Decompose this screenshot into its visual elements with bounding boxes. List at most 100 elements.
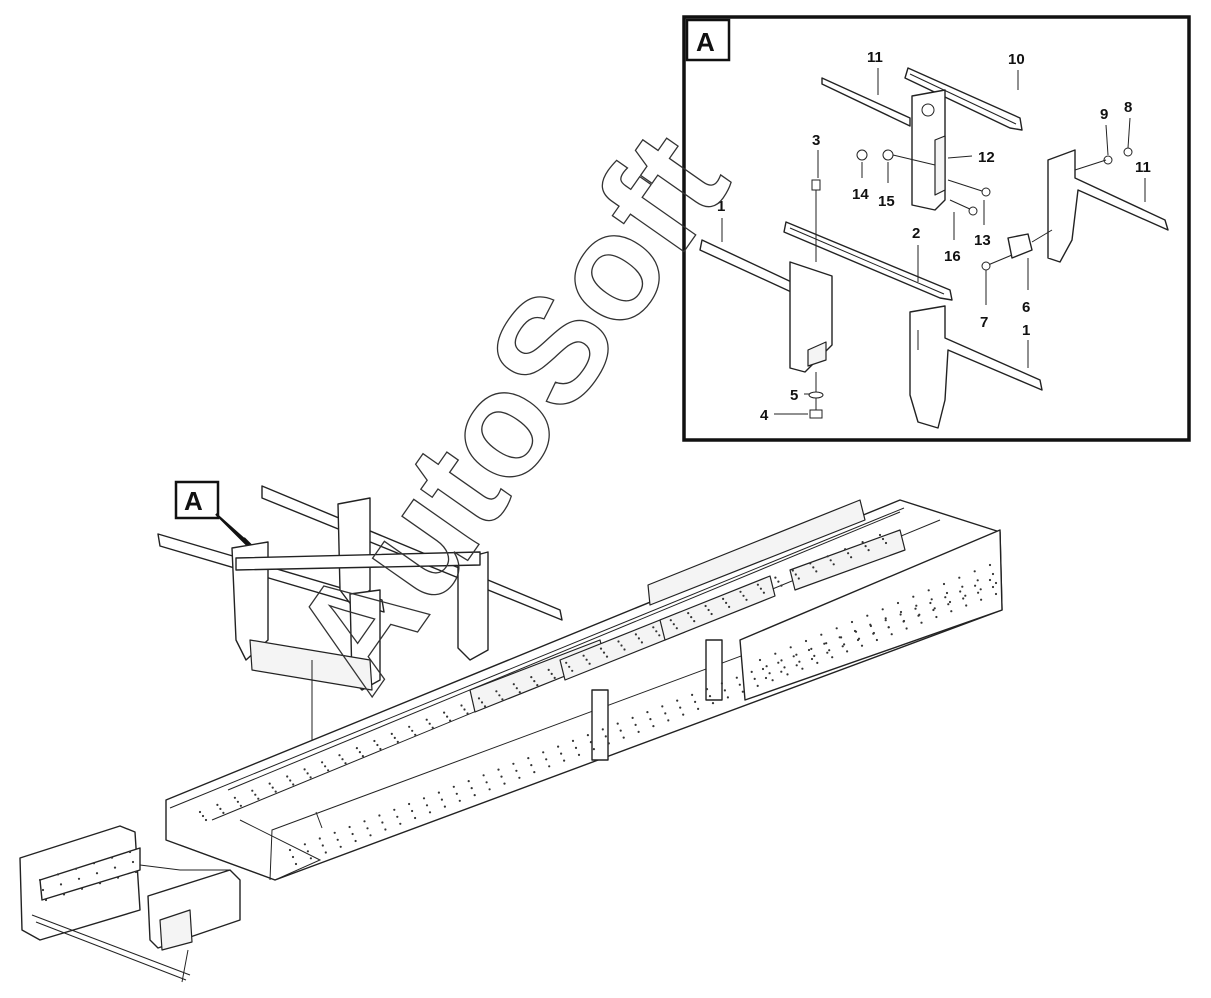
rivet-dot [358, 751, 361, 754]
rivet-dot [704, 604, 707, 608]
rivet-dot [679, 706, 682, 709]
rivet-dot [725, 601, 728, 605]
rivet-dot [381, 821, 384, 824]
rivet-dot [236, 800, 239, 803]
rivet-dot [884, 619, 887, 622]
rivet-dot [623, 648, 626, 651]
rivet-dot [795, 653, 798, 656]
rivet-dot [741, 690, 744, 693]
rivet-dot [458, 799, 461, 802]
rivet-dot [850, 620, 854, 624]
rivet-dot [905, 627, 908, 630]
rivet-dot [95, 872, 99, 875]
rivet-dot [288, 848, 292, 852]
rivet-dot [694, 700, 697, 704]
rivet-dot [363, 820, 366, 823]
rivet-dot [622, 736, 625, 739]
rivet-dot [929, 601, 932, 605]
callout-13: 13 [974, 232, 991, 249]
rivet-dot [324, 851, 327, 854]
rivet-dot [828, 649, 831, 652]
rivet-dot [728, 605, 731, 609]
rivet-dot [878, 533, 882, 537]
callout-5: 5 [790, 387, 798, 404]
rivet-dot [239, 804, 242, 807]
callout-15: 15 [878, 193, 895, 210]
rivet-dot [890, 633, 893, 636]
rivet-dot [667, 719, 670, 722]
rivet-dot [675, 627, 678, 630]
rivet-dot [501, 698, 504, 701]
rivet-dot [553, 676, 556, 680]
rivet-dot [658, 634, 661, 637]
rivet-dot [826, 651, 829, 654]
rivet-dot [994, 592, 998, 596]
rivet-dot [838, 636, 841, 639]
rivet-dot [571, 669, 574, 672]
rivet-dot [306, 772, 309, 775]
rivet-dot [804, 639, 808, 643]
rivet-dot [619, 729, 622, 732]
rivet-dot [664, 712, 667, 715]
rivet-dot [463, 708, 466, 711]
rivet-dot [425, 718, 428, 721]
rivet-dot [881, 537, 885, 541]
rivet-dot [291, 855, 295, 859]
rivet-dot [355, 747, 358, 750]
rivet-dot [396, 740, 399, 744]
rivet-dot [452, 785, 455, 788]
rivet-dot [306, 850, 309, 853]
rivet-dot [881, 608, 884, 611]
rivet-dot [634, 723, 637, 727]
rivet-dot [961, 585, 964, 588]
rivet-dot [467, 780, 470, 783]
rivet-dot [761, 667, 765, 671]
rivet-dot [518, 776, 521, 779]
rivet-dot [408, 725, 411, 728]
main-chassis-view: A [19, 480, 1003, 983]
rivet-dot [251, 789, 254, 792]
rivet-dot [774, 576, 777, 579]
callout-8: 8 [1124, 99, 1132, 116]
rivet-dot [640, 641, 644, 644]
rivet-dot [652, 725, 655, 728]
rivet-dot [847, 552, 850, 555]
rivet-dot [798, 660, 801, 663]
rivet-dot [942, 582, 946, 586]
rivet-dot [759, 587, 763, 590]
rivet-dot [503, 782, 506, 785]
rivet-dot [735, 676, 738, 679]
rivet-dot [577, 753, 581, 757]
rivet-dot [844, 548, 847, 551]
rivet-dot [348, 825, 351, 829]
rivet-dot [801, 667, 804, 670]
rivet-dot [914, 607, 917, 610]
rivet-dot [527, 757, 530, 760]
rivet-dot [548, 765, 551, 768]
rivet-dot [110, 856, 114, 859]
rivet-dot [867, 549, 870, 552]
rivet-dot [899, 610, 903, 614]
rivet-dot [745, 598, 748, 601]
rivet-dot [927, 589, 930, 592]
rivet-dot [813, 654, 816, 658]
rivet-dot [722, 597, 725, 601]
rivet-dot [542, 751, 545, 754]
rivet-dot [588, 662, 591, 665]
rivet-dot [589, 741, 593, 744]
detail-box-a: A [682, 15, 1191, 442]
rivet-dot [449, 719, 452, 722]
rivet-dot [991, 585, 995, 589]
rivet-dot [530, 676, 533, 679]
rivet-dot [480, 701, 484, 704]
rivet-dot [935, 615, 938, 619]
rivet-dot [655, 630, 658, 633]
rivet-dot [850, 556, 853, 559]
rivet-dot [918, 613, 921, 616]
callout-4: 4 [760, 407, 769, 424]
rivet-dot [933, 607, 936, 610]
rivet-dot [832, 563, 835, 566]
rivet-dot [204, 818, 208, 822]
rivet-dot [794, 573, 797, 576]
rivet-dot [964, 594, 967, 597]
